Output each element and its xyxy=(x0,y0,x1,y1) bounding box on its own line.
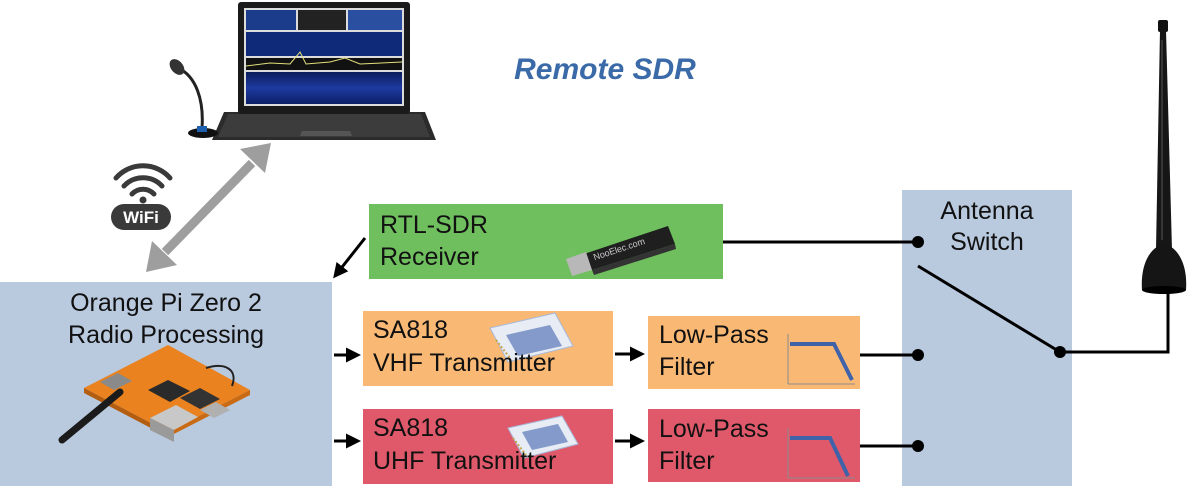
uhf-transmitter-label-line2: UHF Transmitter xyxy=(373,447,557,475)
uhf-filter-response-icon xyxy=(787,428,855,479)
receiver-label-line1: RTL-SDR xyxy=(380,211,488,239)
antenna-icon xyxy=(1141,20,1187,294)
orange-pi-board-icon xyxy=(58,345,250,444)
diagram-title: Remote SDR xyxy=(514,53,696,86)
wireless-link-arrow xyxy=(146,143,271,272)
uhf-filter-label-line2: Filter xyxy=(659,447,715,475)
vhf-transmitter-label-line1: SA818 xyxy=(373,316,449,344)
switch-label-line1: Antenna xyxy=(940,197,1034,225)
vhf-sa818-module-icon xyxy=(489,312,574,363)
vhf-filter-label-line2: Filter xyxy=(659,353,715,381)
uhf-sa818-module-icon xyxy=(507,415,579,459)
processor-label-line2: Radio Processing xyxy=(68,321,264,349)
vhf-transmitter-box xyxy=(363,311,613,386)
uhf-transmitter-box xyxy=(363,409,613,484)
rtl-sdr-dongle-icon: NooElec.com xyxy=(566,226,676,276)
uhf-filter-label-line1: Low-Pass xyxy=(659,415,769,443)
switch-label-line2: Switch xyxy=(950,228,1024,256)
vhf-filter-label-line1: Low-Pass xyxy=(659,321,769,349)
laptop-icon xyxy=(212,2,436,140)
antenna-switch-box xyxy=(902,190,1072,486)
signal-arrows xyxy=(333,237,645,449)
wifi-icon: WiFi xyxy=(111,163,173,230)
vhf-transmitter-label-line2: VHF Transmitter xyxy=(373,349,555,377)
wifi-label: WiFi xyxy=(123,208,159,227)
processor-label-line1: Orange Pi Zero 2 xyxy=(70,289,262,317)
switch-connections xyxy=(723,236,1170,452)
switch-blade xyxy=(917,264,1061,354)
uhf-filter-box xyxy=(648,409,860,482)
receiver-label-line2: Receiver xyxy=(380,243,479,271)
receiver-to-processor-arrow xyxy=(333,237,367,279)
vhf-filter-box xyxy=(648,316,860,389)
uhf-transmitter-label-line1: SA818 xyxy=(373,414,449,442)
microphone-icon xyxy=(169,59,218,138)
vhf-filter-response-icon xyxy=(787,334,855,385)
